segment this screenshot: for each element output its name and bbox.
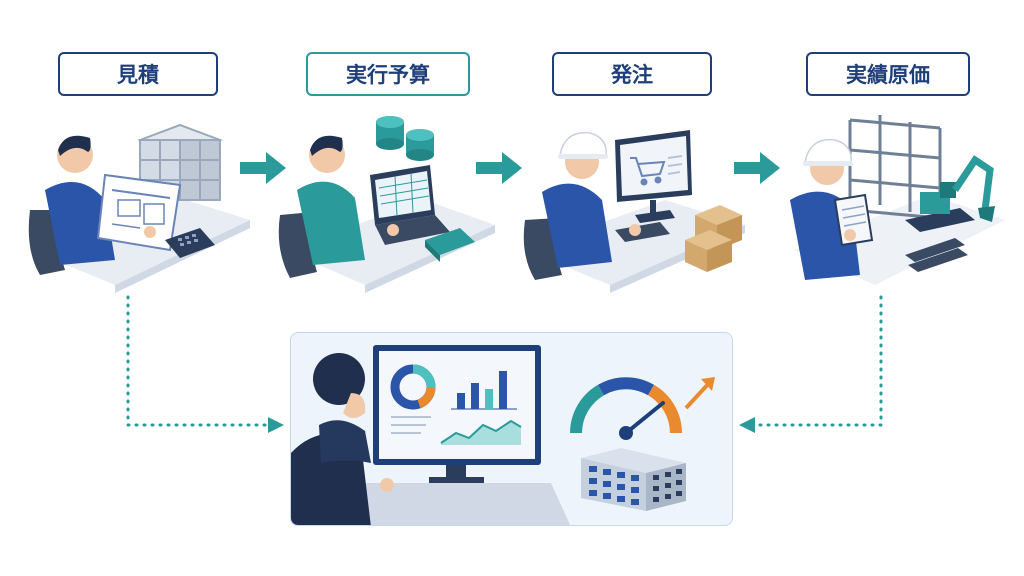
excavator-icon (905, 155, 995, 232)
step-label-budget: 実行予算 (306, 52, 470, 96)
donut-chart-icon (390, 364, 436, 410)
connector-left (126, 295, 284, 433)
boxes-icon (685, 205, 742, 272)
budget-scene (278, 116, 495, 293)
dashboard-panel (290, 332, 733, 526)
dashboard-scene (291, 345, 715, 525)
connector-right (739, 295, 883, 433)
step-label-actual-cost: 実績原価 (806, 52, 970, 96)
flow-arrow-icon (476, 152, 522, 184)
flow-arrow-icon (240, 152, 286, 184)
step-label-order: 発注 (552, 52, 712, 96)
building-icon (581, 448, 686, 511)
flow-arrow-icon (734, 152, 780, 184)
step-label-estimate: 見積 (58, 52, 218, 96)
cart-icon (630, 157, 666, 186)
estimate-scene (28, 123, 250, 293)
bar-chart-icon (451, 371, 517, 410)
actual-cost-scene (790, 115, 1005, 285)
order-scene (523, 130, 745, 293)
area-chart-icon (440, 419, 522, 445)
coins-icon (376, 116, 434, 161)
gauge-icon (570, 377, 715, 440)
